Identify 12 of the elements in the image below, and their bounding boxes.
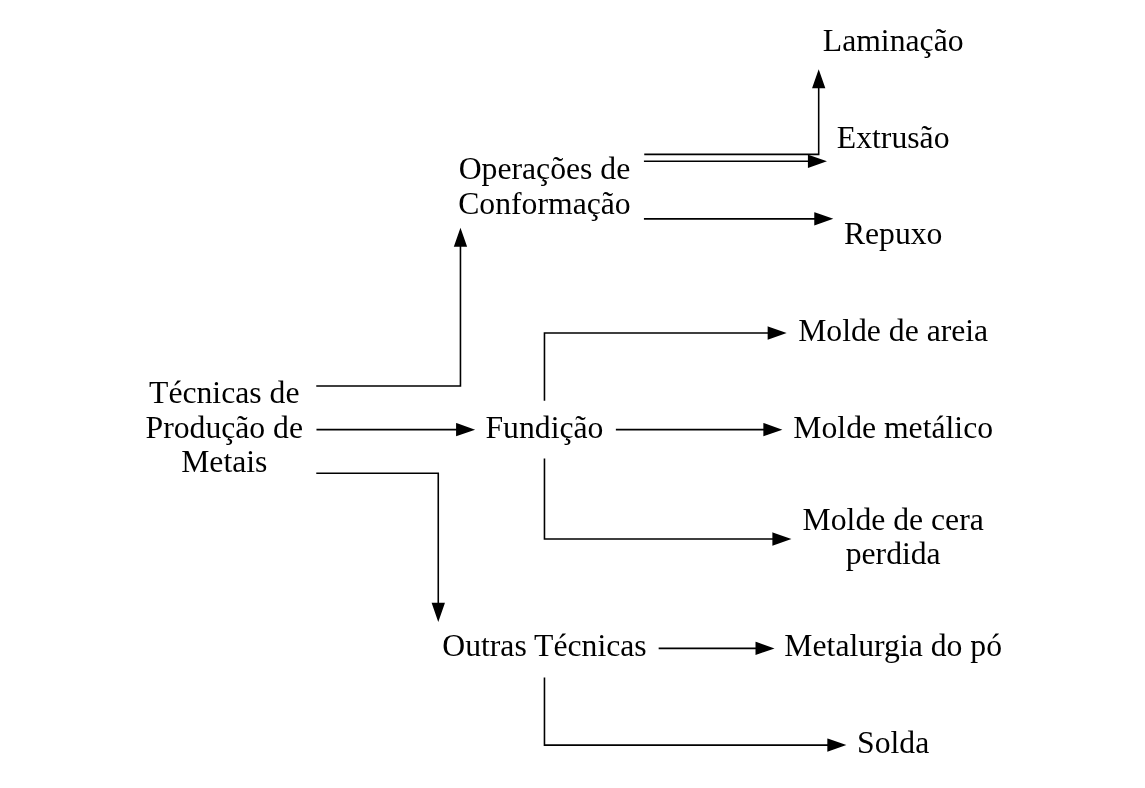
node-text: Repuxo xyxy=(843,216,942,252)
node-text: Operações de Conformação xyxy=(457,151,631,222)
node-text: Outras Técnicas xyxy=(441,628,647,664)
node-text: Fundição xyxy=(485,409,603,445)
node-text: Laminação xyxy=(822,22,964,58)
node-text: Metalurgia do pó xyxy=(783,628,1002,664)
node-text: Molde de areia xyxy=(797,312,988,348)
node-text: Solda xyxy=(856,725,929,761)
node-text: Molde metálico xyxy=(792,409,993,445)
node-text: Técnicas de Produção de Metais xyxy=(145,374,303,480)
node-text: Molde de cera perdida xyxy=(802,501,984,572)
node-text: Extrusão xyxy=(836,119,950,155)
